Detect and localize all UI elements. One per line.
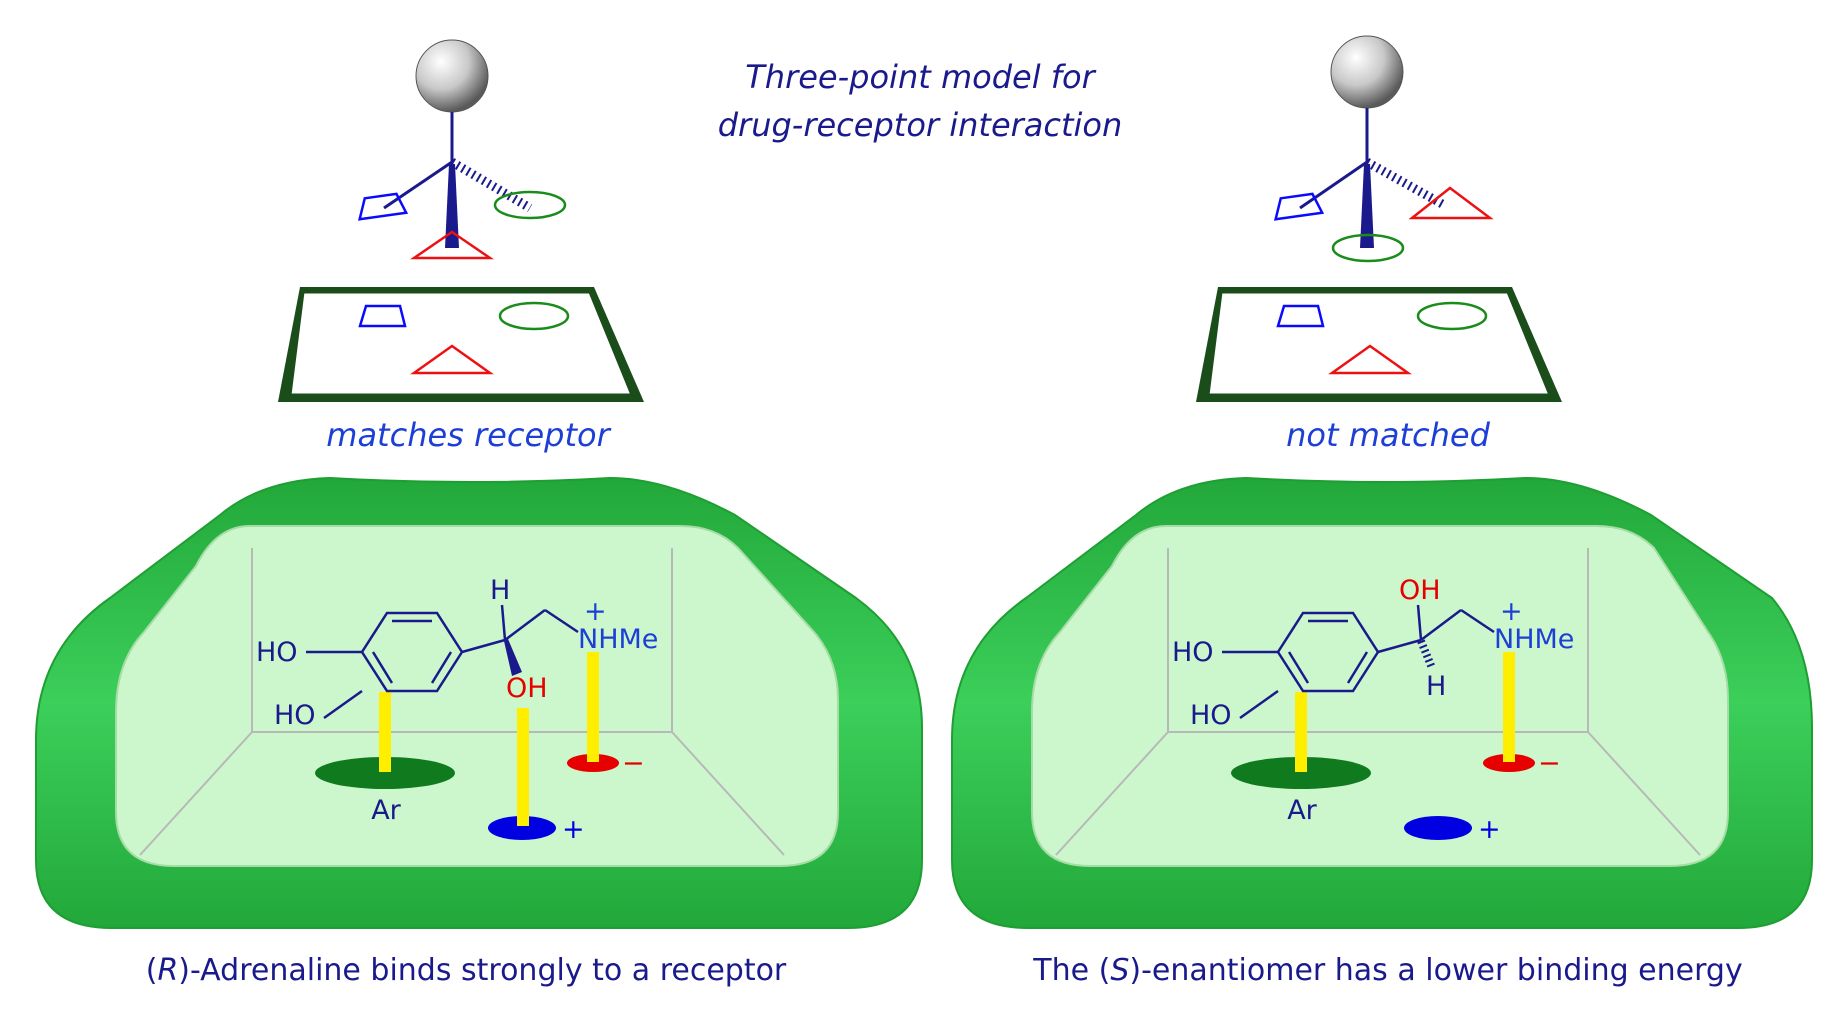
left-caption: (R)-Adrenaline binds strongly to a recep… bbox=[146, 953, 787, 988]
left-wedge-oh bbox=[504, 639, 522, 676]
right-model-caption: not matched bbox=[1286, 416, 1490, 454]
left-label-h: H bbox=[490, 575, 510, 606]
right-caption-rest: )-enantiomer has a lower binding energy bbox=[1129, 953, 1742, 988]
right-caption-prefix: The ( bbox=[1032, 953, 1110, 988]
left-label-ho-bottom: HO bbox=[274, 700, 316, 731]
left-ring-double-2 bbox=[430, 651, 453, 684]
left-caption-prefix: ( bbox=[146, 953, 158, 988]
title-line-2: drug-receptor interaction bbox=[718, 106, 1123, 144]
left-ionic-bond-bar bbox=[587, 652, 599, 762]
left-bond-c-h bbox=[500, 604, 507, 641]
left-plate-oval bbox=[498, 301, 570, 331]
right-model-hash-bond bbox=[1364, 158, 1447, 209]
left-model-hash-bond bbox=[449, 158, 533, 212]
left-model-sphere bbox=[415, 39, 489, 113]
right-label-ar: Ar bbox=[1287, 795, 1317, 826]
left-label-minus: − bbox=[622, 748, 645, 779]
right-pocket-floor bbox=[1031, 525, 1729, 867]
right-plate-trapezoid bbox=[1276, 304, 1325, 328]
left-model-caption: matches receptor bbox=[326, 416, 611, 454]
right-caption-stereo: S bbox=[1110, 953, 1129, 988]
left-label-ho-top: HO bbox=[256, 637, 298, 668]
left-label-ar: Ar bbox=[371, 795, 401, 826]
right-model-oval bbox=[1331, 233, 1405, 263]
right-plate-oval bbox=[1416, 301, 1488, 331]
right-anion-site bbox=[1483, 754, 1535, 772]
right-aromatic-bond-bar bbox=[1295, 692, 1307, 772]
right-aromatic-site bbox=[1231, 757, 1371, 789]
right-caption: The (S)-enantiomer has a lower binding e… bbox=[1032, 953, 1742, 988]
right-pocket-edge-floor-right bbox=[1587, 731, 1701, 856]
left-three-point-model bbox=[278, 39, 644, 402]
left-model-trapezoid bbox=[357, 192, 409, 221]
left-bond-c-ch2 bbox=[504, 609, 546, 641]
left-label-oh: OH bbox=[506, 673, 548, 704]
right-label-n-plus: + bbox=[1500, 596, 1523, 627]
left-pocket-floor bbox=[115, 525, 839, 867]
right-label-plus-site: + bbox=[1478, 814, 1501, 845]
right-model-trapezoid bbox=[1273, 192, 1325, 221]
left-model-triangle bbox=[409, 230, 495, 260]
right-label-oh: OH bbox=[1399, 575, 1441, 606]
right-ring-double-3 bbox=[1287, 651, 1310, 684]
right-model-bond-left bbox=[1299, 160, 1368, 210]
right-ring-double-2 bbox=[1346, 651, 1369, 684]
left-label-nhme: NHMe bbox=[578, 624, 658, 655]
left-bond-ring-to-c bbox=[461, 638, 506, 654]
left-receptor-plate bbox=[288, 290, 635, 397]
left-model-wedge-bond bbox=[445, 164, 459, 248]
right-bond-c-ch2 bbox=[1420, 609, 1462, 641]
right-ionic-bond-bar bbox=[1503, 652, 1515, 762]
left-aromatic-site bbox=[315, 757, 455, 789]
left-adrenaline-molecule bbox=[306, 604, 579, 720]
right-label-ho-top: HO bbox=[1172, 637, 1214, 668]
right-pocket-edge-floor-left bbox=[1055, 731, 1169, 856]
right-adrenaline-molecule bbox=[1222, 604, 1495, 720]
right-model-sphere bbox=[1330, 35, 1404, 109]
right-bond-ho-bottom bbox=[1239, 689, 1279, 720]
right-model-wedge-bond bbox=[1360, 164, 1374, 248]
right-bond-ch2-n bbox=[1460, 608, 1495, 634]
right-bond-c-oh bbox=[1416, 604, 1423, 641]
title-line-1: Three-point model for bbox=[745, 58, 1096, 96]
left-receptor-pocket: HO HO H OH NHMe + Ar − + bbox=[35, 476, 923, 929]
right-receptor-pocket: HO HO OH H NHMe + Ar − + bbox=[951, 476, 1813, 929]
left-pocket-edge-floor-left bbox=[139, 731, 253, 856]
right-receptor-plate bbox=[1206, 290, 1553, 397]
left-bond-ch2-n bbox=[544, 608, 579, 634]
right-plate-triangle bbox=[1328, 344, 1412, 375]
right-bond-ring-to-c bbox=[1377, 638, 1422, 654]
left-plate-triangle bbox=[410, 344, 494, 375]
left-label-n-plus: + bbox=[584, 596, 607, 627]
left-plate-trapezoid bbox=[358, 304, 407, 328]
left-bond-ho-bottom bbox=[323, 689, 363, 720]
left-pocket-edge-floor-right bbox=[671, 731, 785, 856]
left-cation-site bbox=[488, 816, 556, 840]
left-aromatic-bond-bar bbox=[379, 692, 391, 772]
right-label-minus: − bbox=[1538, 748, 1561, 779]
right-label-ho-bottom: HO bbox=[1190, 700, 1232, 731]
right-label-nhme: NHMe bbox=[1494, 624, 1574, 655]
right-cation-site bbox=[1404, 816, 1472, 840]
left-anion-site bbox=[567, 754, 619, 772]
left-ring-double-3 bbox=[371, 651, 394, 684]
right-three-point-model bbox=[1196, 35, 1562, 402]
left-hydrogen-bond-bar bbox=[517, 708, 529, 826]
right-label-h: H bbox=[1426, 671, 1446, 702]
left-caption-stereo: R bbox=[157, 953, 178, 988]
right-model-triangle bbox=[1408, 186, 1494, 220]
left-caption-rest: )-Adrenaline binds strongly to a recepto… bbox=[178, 953, 787, 988]
left-model-bond-left bbox=[383, 160, 453, 210]
left-label-plus-site: + bbox=[562, 814, 585, 845]
left-model-oval bbox=[493, 190, 567, 220]
